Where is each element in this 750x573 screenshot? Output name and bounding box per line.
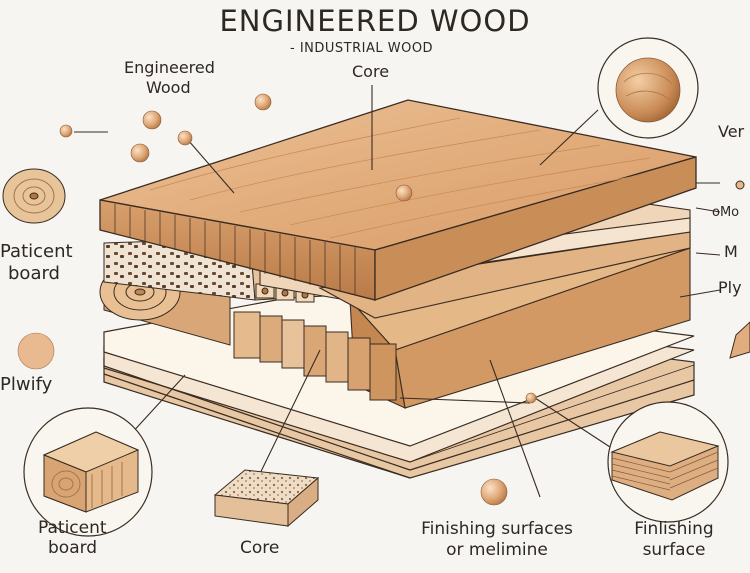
wood-ball-icon xyxy=(254,93,272,111)
right-edge-fragments xyxy=(729,180,750,359)
log-end-icon xyxy=(2,168,66,224)
label-core-top: Core xyxy=(352,62,390,81)
label-engineered: Engineered xyxy=(124,58,215,77)
label-right-omo: oMo xyxy=(712,205,740,220)
wood-ball-icons xyxy=(17,93,537,506)
top-board xyxy=(99,99,697,301)
pointer-lines xyxy=(74,85,721,498)
block-row xyxy=(233,311,397,401)
wood-ball-icon xyxy=(142,110,162,130)
label-right-ply: Ply xyxy=(718,278,742,297)
label-board-1: board xyxy=(8,263,60,284)
label-board-2: board xyxy=(48,538,98,558)
diagram-title: ENGINEERED WOOD xyxy=(219,4,531,38)
particle-board-sample-icon xyxy=(23,407,153,537)
diagram-subtitle: - INDUSTRIAL WOOD xyxy=(290,41,434,56)
label-paticent-2: Paticent xyxy=(38,518,107,538)
label-right-m: M xyxy=(724,242,738,261)
wood-ball-icon xyxy=(480,478,508,506)
wood-ball-icon xyxy=(59,124,73,138)
label-paticent-1: Paticent xyxy=(0,241,73,262)
wood-ball-icon xyxy=(177,130,193,146)
wood-ball-callout xyxy=(597,37,699,139)
layered-panel-sample-icon xyxy=(607,401,729,523)
label-core-bottom: Core xyxy=(240,538,280,558)
wood-ball-icon xyxy=(130,143,150,163)
label-finishing-surfaces: Finishing surfaces xyxy=(421,519,573,539)
core-sample-icon xyxy=(213,469,320,528)
wood-ball-icon xyxy=(17,332,55,370)
label-wood: Wood xyxy=(146,78,191,97)
label-plwify: Plwify xyxy=(0,374,53,395)
wood-ball-icon xyxy=(395,184,413,202)
label-or-melimine: or melimine xyxy=(446,540,548,560)
label-finlishing: Finlishing xyxy=(634,519,714,539)
wood-ball-icon xyxy=(525,392,537,404)
label-right-ver: Ver xyxy=(718,122,745,141)
label-surface: surface xyxy=(642,540,706,560)
wood-ball-icon xyxy=(615,57,681,123)
